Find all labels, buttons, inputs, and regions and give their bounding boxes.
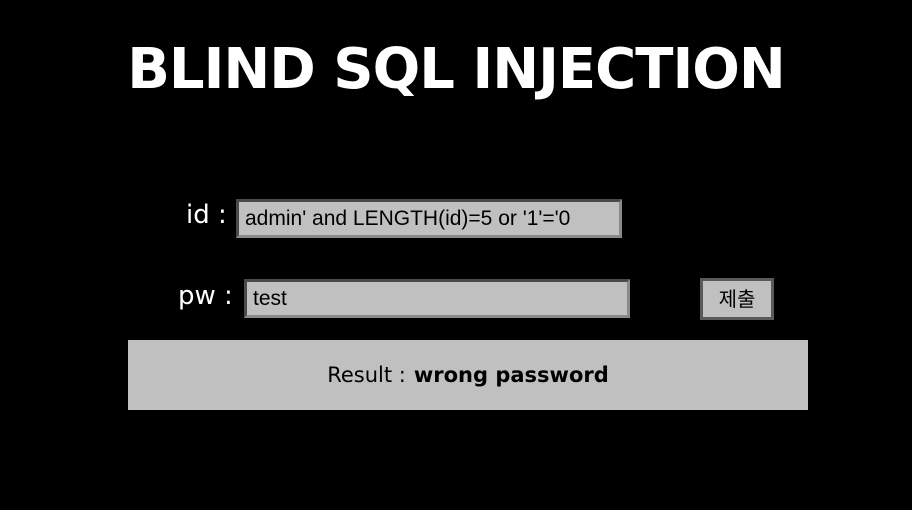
result-value: wrong password	[413, 363, 609, 387]
pw-input[interactable]	[244, 279, 630, 318]
pw-label: pw :	[178, 281, 233, 311]
result-label: Result :	[327, 363, 406, 387]
page-title: BLIND SQL INJECTION	[127, 37, 786, 102]
id-label: id :	[186, 200, 227, 230]
id-input[interactable]	[236, 199, 622, 238]
result-panel: Result : wrong password	[128, 340, 808, 410]
submit-button[interactable]: 제출	[700, 278, 774, 320]
